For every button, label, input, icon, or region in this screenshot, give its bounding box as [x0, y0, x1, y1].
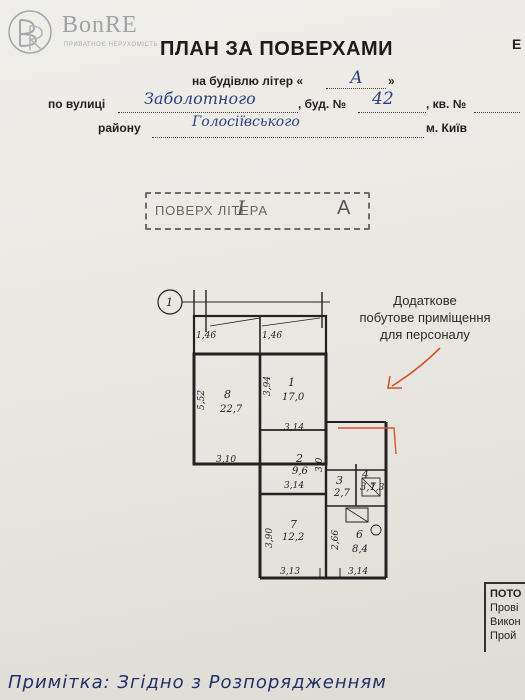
- approval-line-1: Прові: [490, 602, 519, 614]
- district-label: району: [98, 121, 141, 135]
- room-1-area: 17,0: [282, 392, 305, 403]
- room-7-number: 7: [290, 518, 297, 531]
- room-4-number: 4: [361, 468, 369, 481]
- floor-stamp: ПОВЕРХ ЛІТЕРА I А: [145, 192, 370, 230]
- note-line-1: Додаткове: [393, 293, 457, 308]
- brand-logo: BonRE ПРИВАТНОЄ НЕРУХОМІСТЬ: [6, 8, 171, 58]
- city-label: м. Київ: [426, 121, 467, 135]
- stamp-text: ПОВЕРХ ЛІТЕРА: [155, 203, 268, 218]
- stamp-floor-value: I: [237, 196, 245, 220]
- dim-balcony-left: 1,46: [196, 331, 216, 341]
- street-underline: [118, 112, 298, 113]
- room-3-area: 2,7: [333, 488, 351, 499]
- document-title: ПЛАН ЗА ПОВЕРХАМИ: [160, 38, 393, 60]
- street-label: по вулиці: [48, 97, 106, 111]
- dim-room-8-width: 3,10: [216, 455, 236, 465]
- room-2-number: 2: [295, 452, 303, 465]
- district-value: Голосіївського: [192, 114, 300, 130]
- room-7-area: 12,2: [282, 532, 304, 543]
- dim-room-4-width: 1,3: [370, 483, 385, 493]
- room-8-number: 8: [224, 388, 231, 401]
- dim-room-1-width: 3,14: [284, 423, 304, 433]
- added-room-outline: [338, 427, 397, 455]
- corner-letter: Е: [512, 36, 522, 52]
- room-6-number: 6: [356, 528, 363, 541]
- building-label: на будівлю літер «: [192, 74, 304, 88]
- floor-plan: 1 8 22,7 1 17,0 2 9,6 3 2,7 4 3,7 7 12,2…: [157, 289, 397, 580]
- dim-balcony-mid: 1,46: [262, 331, 282, 341]
- annotation-arrow-icon: [387, 347, 441, 389]
- dim-room-7-height: 3,90: [265, 528, 275, 548]
- dim-corridor-height: 3,0: [315, 457, 325, 472]
- room-8-area: 22,7: [219, 404, 243, 415]
- building-underline: [326, 88, 386, 89]
- approval-heading: ПОТО: [490, 588, 522, 600]
- handwritten-note: Примітка: Згідно з Розпорядженням: [8, 672, 387, 693]
- house-value: 42: [372, 89, 394, 109]
- logo-monogram-icon: [8, 10, 52, 54]
- dim-room-6-height: 2,66: [331, 530, 341, 551]
- flat-label: , кв. №: [426, 97, 467, 111]
- dim-room-8-height: 5,52: [197, 390, 207, 410]
- room-1-number: 1: [288, 376, 295, 389]
- approval-line-2: Викон: [490, 616, 521, 628]
- dim-room-1-height: 3,94: [263, 376, 273, 396]
- room-2-area: 9,6: [292, 466, 309, 477]
- stamp-letter-value: А: [337, 197, 351, 219]
- note-line-3: для персоналу: [380, 327, 470, 342]
- room-3-number: 3: [336, 474, 343, 487]
- approval-box: ПОТО Прові Викон Прой: [484, 582, 525, 652]
- logo-name: BonRE: [62, 12, 138, 38]
- building-letter-value: А: [350, 68, 363, 88]
- room-4-area: 3,7: [360, 482, 377, 493]
- house-underline: [358, 112, 426, 113]
- house-label: , буд. №: [298, 97, 346, 111]
- district-underline: [152, 137, 424, 138]
- approval-line-3: Прой: [490, 630, 517, 642]
- axis-marker-label: 1: [166, 296, 173, 309]
- flat-underline: [474, 112, 520, 113]
- logo-tagline: ПРИВАТНОЄ НЕРУХОМІСТЬ: [64, 42, 159, 48]
- building-suffix: »: [388, 74, 395, 88]
- note-line-2: побутове приміщення: [359, 310, 491, 325]
- added-room-note: Додаткове побутове приміщення для персон…: [340, 292, 510, 343]
- street-value: Заболотного: [144, 89, 256, 108]
- dim-corridor-width: 3,14: [284, 481, 304, 491]
- room-6-area: 8,4: [352, 544, 368, 555]
- dim-room-6-width: 3,14: [348, 567, 368, 577]
- dim-room-7-width: 3,13: [280, 567, 300, 577]
